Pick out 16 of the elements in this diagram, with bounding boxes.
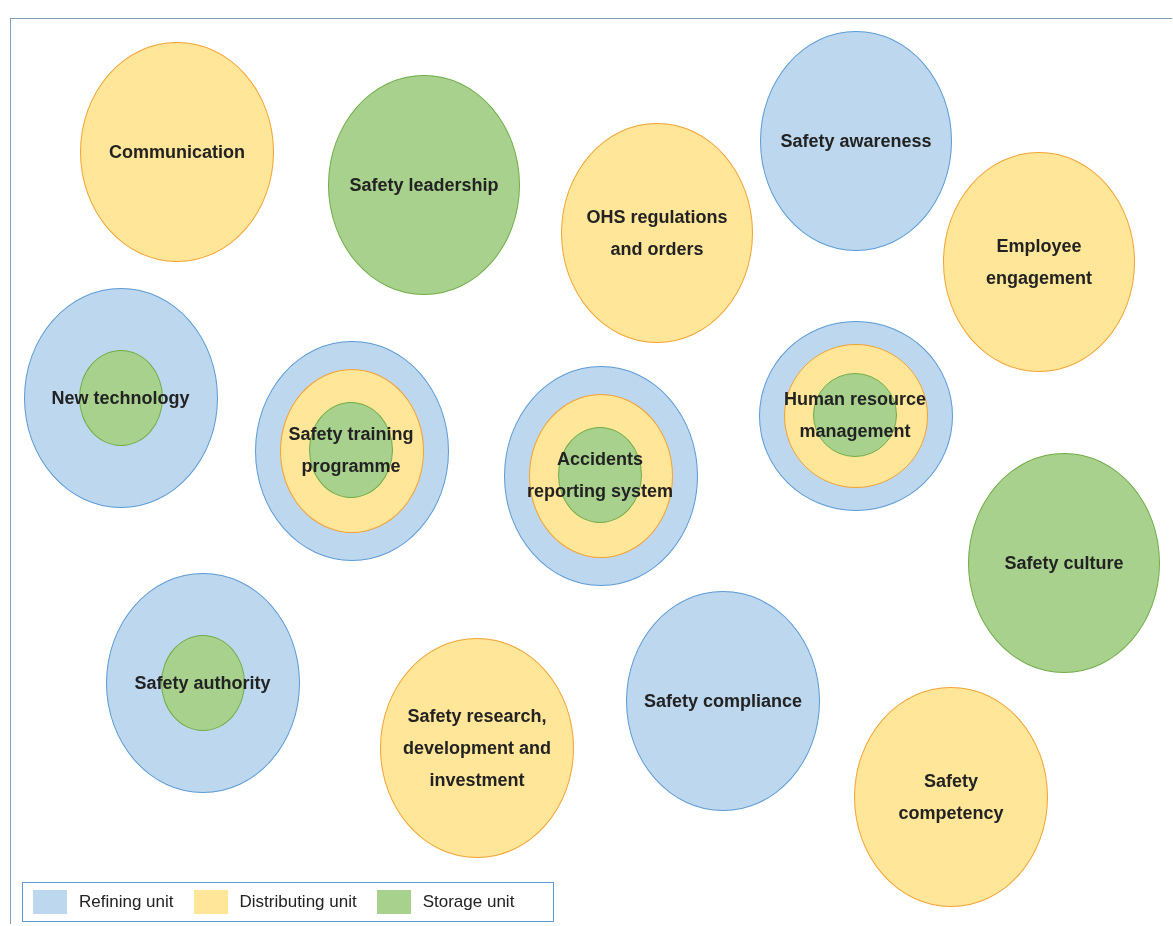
- unit-label: Safety research, development and investment: [402, 705, 552, 792]
- unit-label: Safety authority: [133, 671, 272, 695]
- unit-label: Safety awareness: [779, 130, 933, 153]
- unit-label: Safety competency: [897, 770, 1005, 825]
- legend-label: Storage unit: [422, 891, 515, 914]
- unit-label: Communication: [108, 141, 246, 164]
- unit-label: Safety training programme: [287, 423, 415, 478]
- unit-label: Human resource management: [782, 388, 928, 443]
- unit-label: Accidents reporting system: [525, 448, 674, 503]
- legend-label: Distributing unit: [239, 891, 357, 914]
- unit-label: Safety compliance: [643, 690, 803, 713]
- legend-label: Refining unit: [79, 891, 174, 914]
- unit-label: Employee engagement: [985, 235, 1093, 290]
- unit-label: OHS regulations and orders: [585, 206, 729, 261]
- unit-label: Safety leadership: [348, 174, 500, 197]
- unit-label: Safety culture: [1003, 552, 1125, 575]
